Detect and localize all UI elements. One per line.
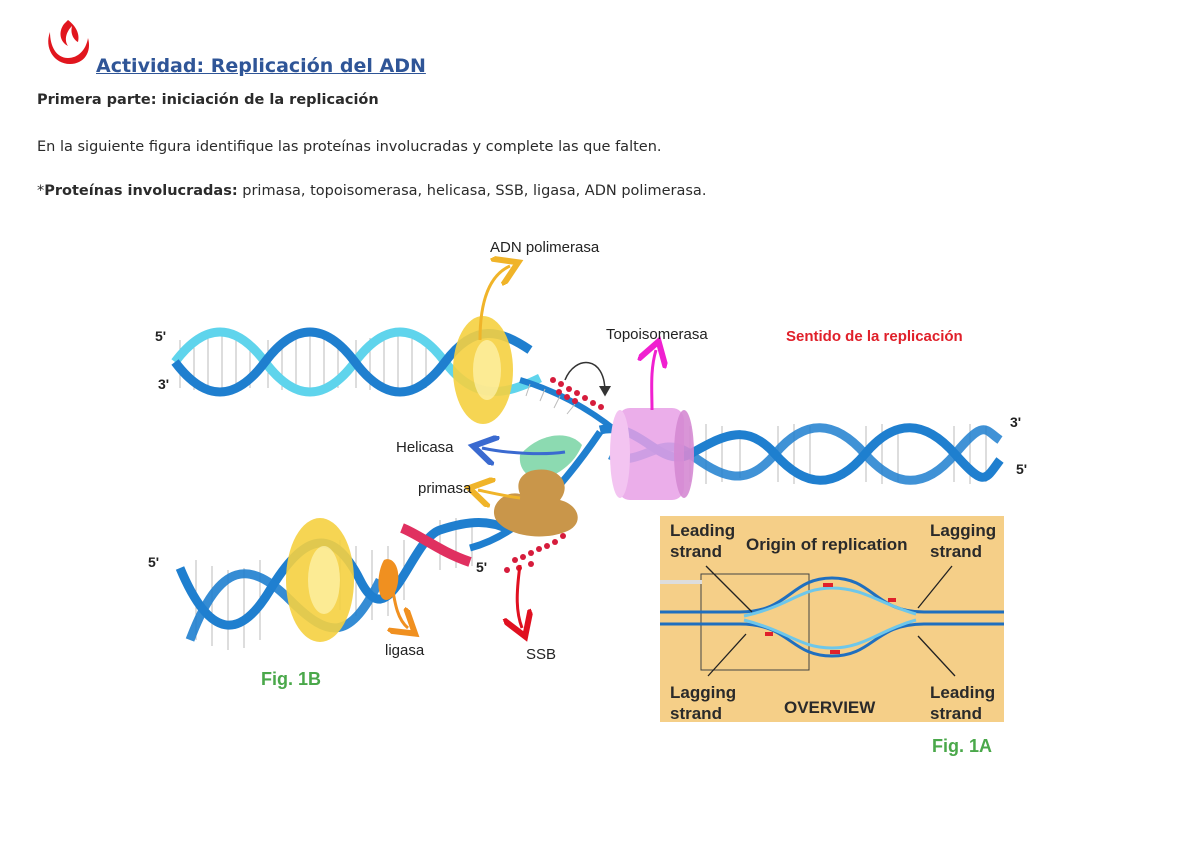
overview-lagging-top-2: strand <box>930 542 982 561</box>
overview-origin: Origin of replication <box>746 535 908 554</box>
label-adn-polimerasa: ADN polimerasa <box>490 239 600 256</box>
proteins-list: *Proteínas involucradas: primasa, topois… <box>37 183 707 199</box>
overview-leading-bottom-2: strand <box>930 704 982 723</box>
helicase <box>519 435 582 479</box>
lower-helix <box>175 430 603 650</box>
strand-label-3-right: 3' <box>1010 414 1021 430</box>
strand-label-5-bottom-mid: 5' <box>476 559 487 575</box>
rna-primer <box>400 523 472 567</box>
overview-lagging-top-1: Lagging <box>930 521 996 540</box>
dna-polymerase-bottom <box>286 518 354 642</box>
ligase <box>378 559 399 601</box>
dna-polymerase-top <box>453 316 513 424</box>
page-title: Actividad: Replicación del ADN <box>96 55 426 77</box>
top-left-helix <box>171 327 542 397</box>
section-subtitle: Primera parte: iniciación de la replicac… <box>37 92 379 108</box>
fig-1b-caption: Fig. 1B <box>261 669 321 689</box>
instruction-text: En la siguiente figura identifique las p… <box>37 139 662 155</box>
university-logo <box>48 20 90 64</box>
strand-label-5-right: 5' <box>1016 461 1027 477</box>
ssb-dots <box>504 377 604 573</box>
strand-label-5-top-left: 5' <box>155 328 166 344</box>
right-helix <box>598 423 1004 485</box>
label-topoisomerasa: Topoisomerasa <box>606 326 708 343</box>
strand-label-3-top-left: 3' <box>158 376 169 392</box>
label-primasa: primasa <box>418 480 472 497</box>
label-helicasa: Helicasa <box>396 439 454 456</box>
fig-1a-caption: Fig. 1A <box>932 736 992 756</box>
overview-title: OVERVIEW <box>784 698 876 717</box>
overview-panel: Leading strand Origin of replication Lag… <box>660 516 1004 723</box>
primase <box>493 469 578 537</box>
topoisomerase <box>610 408 694 500</box>
overview-leading-top-2: strand <box>670 542 722 561</box>
overview-leading-bottom-1: Leading <box>930 683 995 702</box>
label-ssb: SSB <box>526 646 556 663</box>
replication-direction-text: Sentido de la replicación <box>786 328 963 345</box>
overview-lagging-bottom-1: Lagging <box>670 683 736 702</box>
overview-lagging-bottom-2: strand <box>670 704 722 723</box>
strand-label-5-bottom-left: 5' <box>148 554 159 570</box>
overview-leading-top-1: Leading <box>670 521 735 540</box>
label-ligasa: ligasa <box>385 642 425 659</box>
